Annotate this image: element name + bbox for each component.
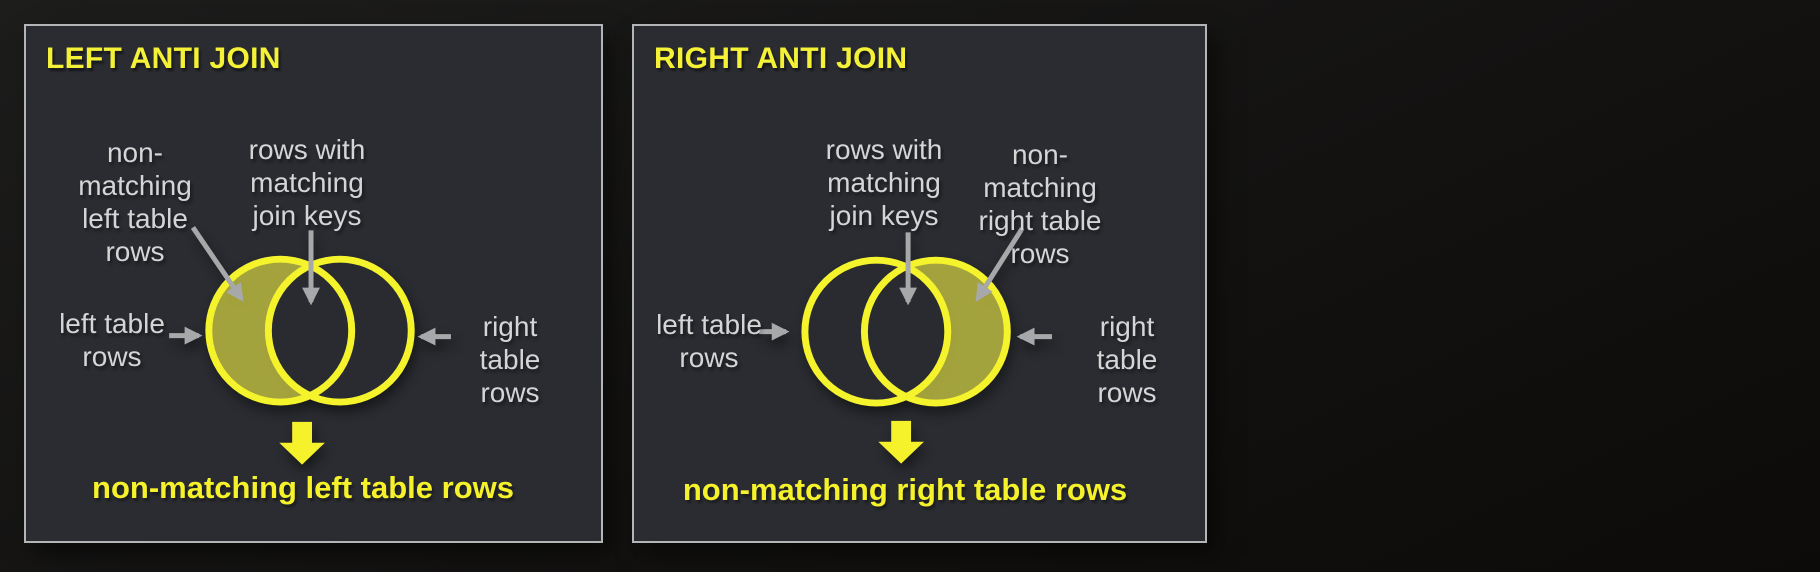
left-anti-join-panel: LEFT ANTI JOIN non-	[24, 24, 603, 543]
result-caption: non-matching left table rows	[92, 470, 514, 505]
label-right-table-rows: right table rows	[1096, 311, 1158, 408]
label-matching-join-keys: rows with matching join keys	[248, 134, 366, 231]
result-down-arrow	[279, 421, 325, 465]
left-circle-outline	[205, 255, 356, 406]
left-circle-outline	[801, 256, 952, 407]
label-left-table-rows: left table rows	[656, 309, 762, 373]
label-non-matching-rows: non- matching left table rows	[78, 137, 192, 267]
label-left-table-rows: left table rows	[59, 308, 165, 372]
label-matching-join-keys: rows with matching join keys	[825, 134, 943, 231]
panel-title: LEFT ANTI JOIN	[46, 42, 281, 75]
right-circle-outline	[264, 255, 415, 406]
panel-title: RIGHT ANTI JOIN	[654, 42, 908, 75]
non-matching-arrow	[975, 227, 1025, 302]
label-right-table-rows: right table rows	[479, 311, 541, 408]
venn-diagram	[759, 227, 1052, 464]
result-caption: non-matching right table rows	[682, 472, 1128, 507]
venn-diagram	[169, 226, 451, 465]
non-matching-arrow	[190, 226, 244, 302]
result-down-arrow	[878, 420, 924, 464]
right-anti-join-panel: RIGHT ANTI JOIN row	[632, 24, 1207, 543]
right-circle-outline	[860, 256, 1011, 407]
label-non-matching-rows: non- matching right table rows	[978, 139, 1102, 269]
